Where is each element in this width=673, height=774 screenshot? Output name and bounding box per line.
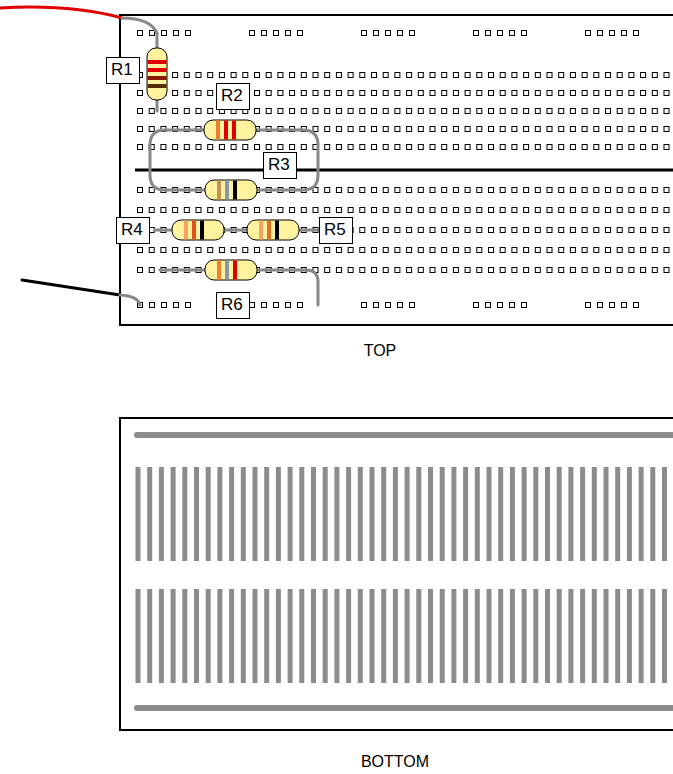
resistor-symbol (204, 120, 256, 140)
part-label-box: R1 (106, 57, 140, 84)
resistor-symbol (147, 48, 167, 100)
contact-strips (134, 432, 673, 711)
part-name: R2 (221, 86, 243, 105)
part-label-box: R5 (319, 217, 353, 244)
view-caption: TOP (364, 342, 397, 360)
breadboard-bottom (120, 418, 673, 730)
wires (0, 7, 318, 305)
part-name: R3 (268, 155, 290, 174)
part-label-box: R6 (216, 292, 250, 319)
part-name: R5 (324, 220, 346, 239)
part-name: R4 (121, 220, 143, 239)
view-caption: BOTTOM (361, 753, 429, 771)
resistor-symbol (205, 180, 257, 200)
breadboard-top (120, 15, 673, 325)
resistor-symbol (247, 220, 299, 240)
resistor-symbol (205, 260, 257, 280)
part-label-box: R4 (116, 217, 150, 244)
part-name: R1 (111, 60, 133, 79)
center-channel (135, 169, 673, 172)
part-label-box: R2 (216, 83, 250, 110)
part-name: R6 (221, 295, 243, 314)
part-label-box: R3 (263, 152, 297, 179)
resistor-symbol (172, 220, 224, 240)
